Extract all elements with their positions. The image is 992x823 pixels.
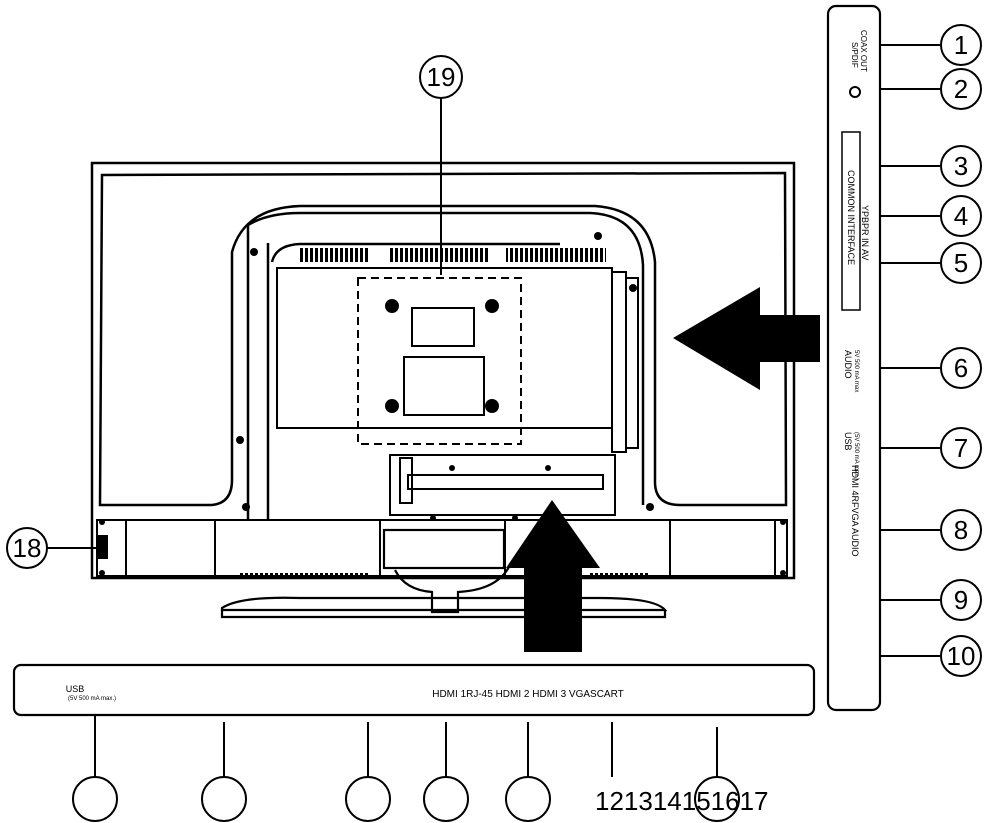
usb-side-label: USB	[843, 432, 853, 451]
callout-6: 6	[954, 353, 968, 383]
screws	[99, 232, 786, 576]
vents	[300, 248, 606, 262]
callout-1: 1	[954, 30, 968, 60]
hdmi-rf-vga-label: HDMI 4RFVGA AUDIO	[850, 465, 860, 557]
usb-bottom-label: USB	[66, 684, 85, 694]
callout-18-group: 18	[6, 527, 98, 569]
bottom-ports-label: HDMI 1RJ-45 HDMI 2 HDMI 3 VGASCART	[432, 689, 624, 700]
callout-10: 10	[947, 641, 976, 671]
coax-out-label: COAX OUT	[859, 30, 868, 72]
callout-2: 2	[954, 74, 968, 104]
bottom-callouts	[72, 715, 740, 822]
callout-7: 7	[954, 433, 968, 463]
callout-19: 19	[427, 62, 456, 92]
callout-9: 9	[954, 585, 968, 615]
tv-frame	[90, 161, 796, 580]
tv-stand	[220, 528, 668, 619]
right-callout-numbers: 1 2 3 4 5 6 7 8 9 10	[947, 30, 976, 671]
audio-port-label: AUDIO	[843, 350, 853, 379]
callout-19-group: 19	[419, 55, 463, 275]
spdif-label: S/PDIF	[850, 42, 859, 68]
power-connector	[98, 535, 108, 559]
right-callouts	[880, 24, 982, 677]
usb-side-sub: (5V 500 mA max.)	[853, 432, 859, 480]
callout-4: 4	[954, 201, 968, 231]
common-interface-label: COMMON INTERFACE	[846, 170, 856, 265]
main-board	[276, 267, 639, 516]
usb-bottom-sub: (5V 500 mA max.)	[68, 696, 116, 702]
callout-5: 5	[954, 248, 968, 278]
arrow-up	[506, 500, 600, 652]
vesa-mount-area	[357, 277, 522, 445]
callout-18: 18	[13, 533, 42, 563]
bottom-callout-numbers: 121314151617	[595, 786, 769, 816]
side-panel: S/PDIF COAX OUT COMMON INTERFACE YPBPR I…	[826, 4, 882, 712]
ypbpr-in-av-label: YPBPR IN AV	[860, 205, 870, 260]
audio-port-sub: 5V 500 mA max	[853, 350, 859, 392]
callout-8: 8	[954, 515, 968, 545]
bottom-panel: USB (5V 500 mA max.) HDMI 1RJ-45 HDMI 2 …	[12, 663, 816, 717]
arrow-left	[673, 287, 820, 390]
callout-3: 3	[954, 151, 968, 181]
